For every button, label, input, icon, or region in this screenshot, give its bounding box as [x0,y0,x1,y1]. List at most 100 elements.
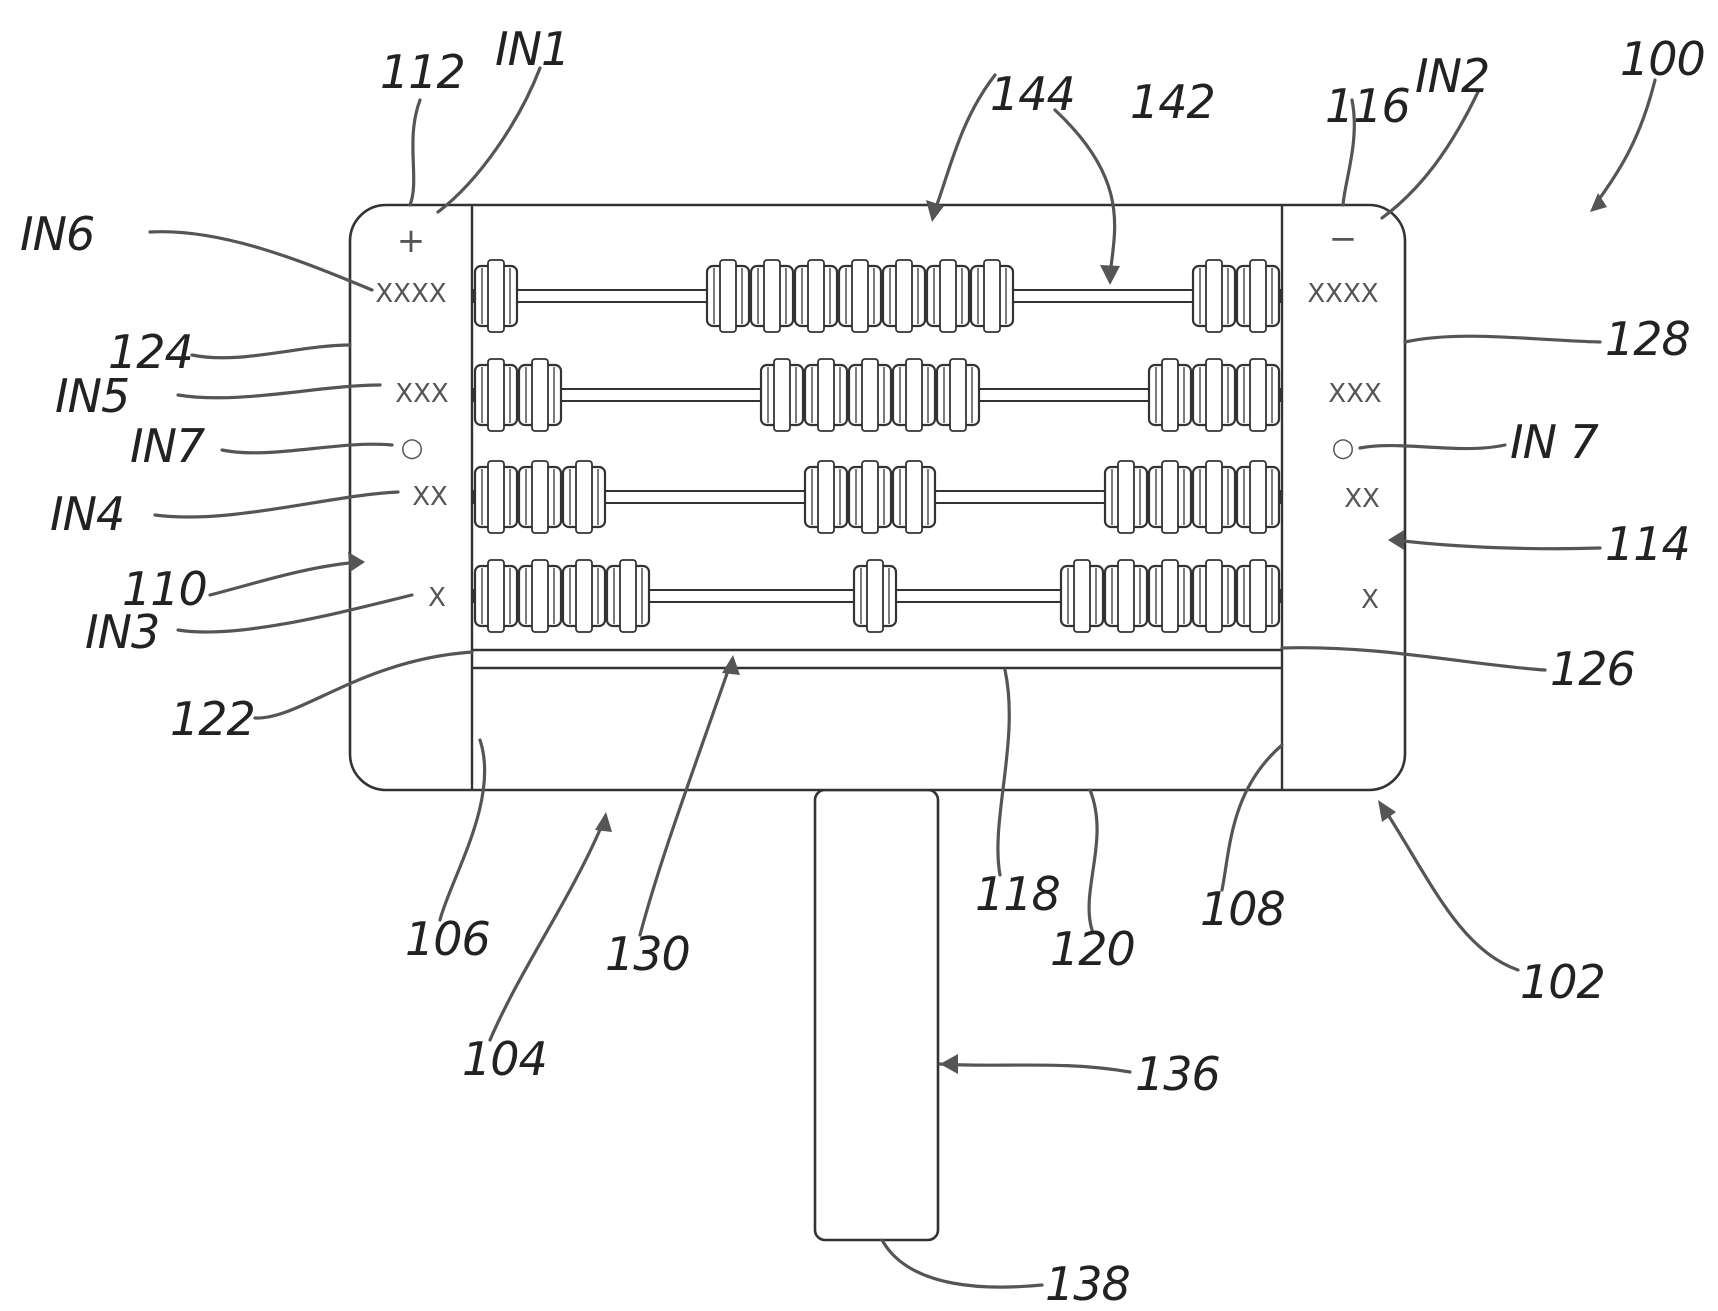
label-118: 118 [975,867,1060,921]
leader-in6 [150,232,372,290]
arrow-104 [595,812,612,832]
bead-band [576,461,592,533]
label-in2: IN2 [1415,49,1489,103]
bead-band [950,359,966,431]
bead-band [1250,560,1266,632]
bead-band [808,260,824,332]
bead [849,359,891,431]
bead-band [1250,359,1266,431]
leader-138 [882,1240,1042,1287]
bead [893,461,935,533]
bead [1149,461,1191,533]
right-mark-xxx: XXX [1328,379,1381,409]
label-in7-left: IN7 [130,419,205,473]
left-mark-circle: ○ [401,433,424,463]
leader-112 [410,100,420,205]
leader-102 [1385,810,1518,970]
bead [519,461,561,533]
bead [795,260,837,332]
bead-band [774,359,790,431]
bead-band [862,461,878,533]
bead [1237,260,1279,332]
bead [854,560,896,632]
right-mark-xxxx: XXXX [1307,279,1378,309]
bead [1237,560,1279,632]
bead-band [1162,359,1178,431]
bead-band [488,560,504,632]
bead [519,359,561,431]
label-104: 104 [462,1032,547,1086]
handle [815,790,938,1240]
bead [1105,461,1147,533]
bead [475,359,517,431]
label-128: 128 [1605,312,1690,366]
bead-band [940,260,956,332]
bead-band [1250,461,1266,533]
bead [1193,359,1235,431]
bead [1237,461,1279,533]
bead-band [1206,560,1222,632]
leader-136 [940,1064,1130,1072]
bead-band [532,461,548,533]
arrow-100 [1590,193,1607,212]
leader-110 [210,562,362,595]
label-136: 136 [1135,1047,1220,1101]
left-mark-xxxx: XXXX [375,279,446,309]
bead [1193,461,1235,533]
bead [883,260,925,332]
plus-sign: + [397,221,426,261]
bead-band [1118,461,1134,533]
label-144: 144 [990,67,1075,121]
bead-band [1162,560,1178,632]
arrow-136 [940,1054,958,1074]
bead [607,560,649,632]
right-mark-xx: XX [1344,484,1380,514]
bead [849,461,891,533]
bead-band [576,560,592,632]
bead [563,560,605,632]
rod-row [474,461,1280,533]
bead-band [1162,461,1178,533]
label-102: 102 [1520,955,1605,1009]
bead [805,359,847,431]
leader-104 [490,825,602,1040]
bead [1149,560,1191,632]
label-in1: IN1 [495,22,569,76]
leader-120 [1089,790,1097,930]
label-in5: IN5 [55,369,129,423]
bead [475,461,517,533]
left-mark-xxx: XXX [395,379,448,409]
bead-band [906,359,922,431]
bead [927,260,969,332]
right-mark-circle: ○ [1332,433,1355,463]
arrow-102 [1378,800,1396,822]
leader-100 [1595,80,1655,205]
leader-114 [1395,540,1600,549]
label-138: 138 [1045,1257,1130,1311]
bead [1193,260,1235,332]
bead [761,359,803,431]
bead [1061,560,1103,632]
leader-144 [935,75,995,210]
label-in4: IN4 [50,487,124,541]
bead-band [620,560,636,632]
bead [475,260,517,332]
bead-band [1250,260,1266,332]
label-126: 126 [1550,642,1635,696]
bead-band [867,560,883,632]
bead [563,461,605,533]
bead-band [1206,359,1222,431]
bead-band [818,359,834,431]
left-mark-xx: XX [412,482,448,512]
bead-band [1074,560,1090,632]
label-106: 106 [405,912,490,966]
bead [707,260,749,332]
bead [893,359,935,431]
bead-band [1118,560,1134,632]
label-122: 122 [170,692,255,746]
label-108: 108 [1200,882,1285,936]
bead [805,461,847,533]
bead [1193,560,1235,632]
label-114: 114 [1605,517,1690,571]
